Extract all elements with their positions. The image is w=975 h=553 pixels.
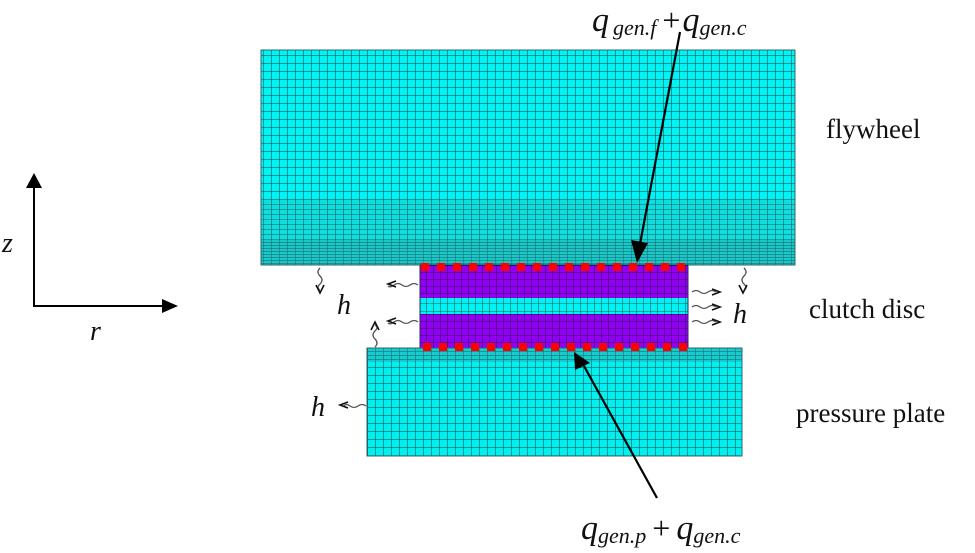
arrowhead-icon [574, 352, 590, 370]
convection-label-pressure-plate: h [311, 392, 325, 423]
plus-sign: + [662, 2, 681, 38]
flywheel-mesh [260, 49, 796, 266]
clutch-disc-mesh [419, 264, 689, 349]
subscript-gen-f: gen.f [613, 15, 657, 40]
q-symbol: q [682, 2, 700, 39]
heat-nodes-top [421, 263, 685, 271]
subscript-gen-c: gen.c [693, 523, 741, 548]
pressure-plate-label: pressure plate [796, 398, 946, 428]
convection-label-right: h [733, 299, 747, 330]
subscript-gen-p: gen.p [598, 523, 647, 548]
flywheel-label: flywheel [826, 114, 921, 144]
pressure-plate-mesh [366, 347, 743, 457]
q-symbol: q [592, 2, 609, 39]
q-symbol: q [581, 510, 598, 547]
plus-sign: + [652, 510, 671, 546]
heat-nodes-bottom [423, 343, 687, 351]
coordinate-axes [26, 173, 178, 313]
heat-flux-label-bottom: qgen.p + qgen.c [581, 510, 740, 548]
convection-label-left: h [337, 290, 351, 321]
r-axis-label: r [90, 316, 101, 347]
subscript-gen-c: gen.c [699, 15, 747, 40]
r-axis-arrow-icon [162, 299, 178, 313]
heat-flux-pointer-bottom [574, 352, 658, 499]
arrowhead-icon [631, 240, 648, 263]
z-axis-arrow-icon [26, 173, 42, 188]
z-axis-label: z [2, 228, 13, 259]
heat-flux-pointer-top [631, 31, 682, 263]
clutch-disc-label: clutch disc [809, 294, 926, 324]
heat-flux-label-top: q gen.f +qgen.c [592, 2, 746, 40]
q-symbol: q [676, 510, 694, 547]
convection-arrows [315, 267, 748, 409]
